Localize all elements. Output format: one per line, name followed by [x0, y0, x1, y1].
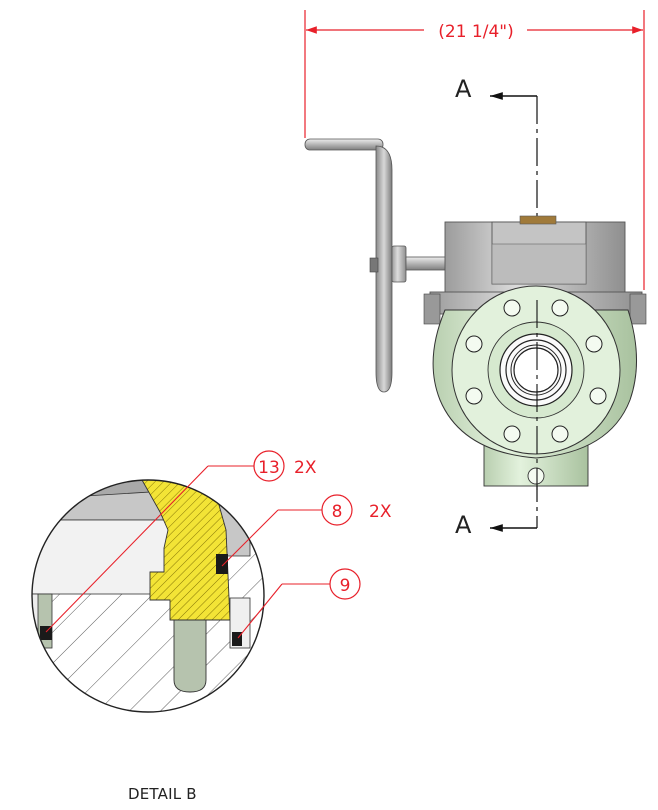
- balloon-13: 13 2X: [45, 450, 317, 633]
- bolt-hole: [503, 425, 521, 443]
- balloon-9-number: 9: [340, 576, 351, 596]
- seal-8: [216, 554, 228, 574]
- position-indicator: [519, 215, 557, 225]
- balloon-13-circle: [253, 450, 285, 482]
- balloon-8-qty: 2X: [369, 502, 392, 522]
- hub-bolt: [369, 257, 379, 273]
- bolt-hole: [551, 299, 569, 317]
- mount-stud-left: [423, 293, 441, 325]
- bore: [513, 347, 559, 393]
- balloon-13-qty: 2X: [294, 458, 317, 478]
- detail-b-view: [31, 479, 265, 713]
- balloon-13-number: 13: [258, 458, 280, 478]
- bolt-hole: [465, 335, 483, 353]
- valve-body: [432, 285, 637, 487]
- bolt-hole: [503, 299, 521, 317]
- overall-dimension: (21 1/4"): [304, 10, 645, 290]
- bolt-hole: [551, 425, 569, 443]
- handwheel-hub: [391, 245, 407, 283]
- bore-ring-mid: [505, 339, 567, 401]
- detail-border: [31, 479, 265, 713]
- section-label-bottom: A: [455, 511, 472, 539]
- bolt-hole: [589, 387, 607, 405]
- leader-9-diag: [237, 583, 283, 639]
- balloon-8: 8 2X: [221, 494, 392, 567]
- flange-bolt-holes: [465, 299, 607, 443]
- bore-ring-inner: [510, 344, 562, 396]
- input-shaft: [405, 256, 451, 271]
- handwheel-assembly: [304, 138, 451, 393]
- gearbox: [423, 215, 647, 325]
- drain-port: [527, 467, 545, 485]
- detail-cavity: [32, 519, 171, 595]
- balloon-8-number: 8: [332, 502, 343, 522]
- leader-8-diag: [221, 509, 279, 567]
- bolt-hole: [585, 335, 603, 353]
- mount-stud-right: [629, 293, 647, 325]
- gearbox-rib: [491, 243, 587, 285]
- balloon-9: 9: [237, 568, 361, 639]
- balloon-9-circle: [329, 568, 361, 600]
- dimension-label: (21 1/4"): [438, 22, 513, 42]
- detail-caption: DETAIL B: [128, 785, 197, 803]
- bolt-hole: [465, 387, 483, 405]
- detail-plug: [173, 619, 207, 693]
- leader-13-diag: [45, 465, 209, 633]
- section-label-top: A: [455, 75, 472, 103]
- handwheel-rim: [375, 145, 393, 393]
- crank-handle: [304, 138, 384, 151]
- detail-left-land: [32, 593, 41, 655]
- detail-seat-yellow: [141, 480, 231, 621]
- balloon-8-circle: [321, 494, 353, 526]
- seal-9: [232, 632, 242, 646]
